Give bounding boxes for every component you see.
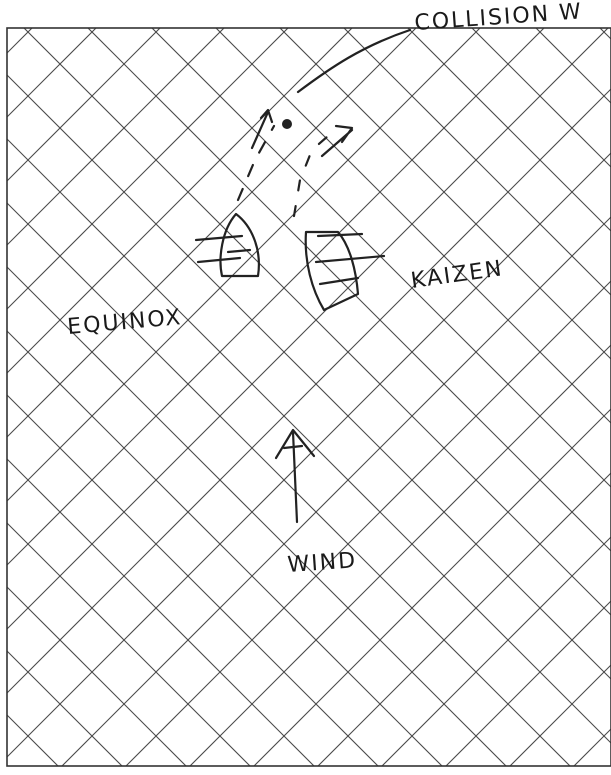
wind-label: WIND xyxy=(287,548,358,578)
collision-point-marker xyxy=(282,119,292,129)
